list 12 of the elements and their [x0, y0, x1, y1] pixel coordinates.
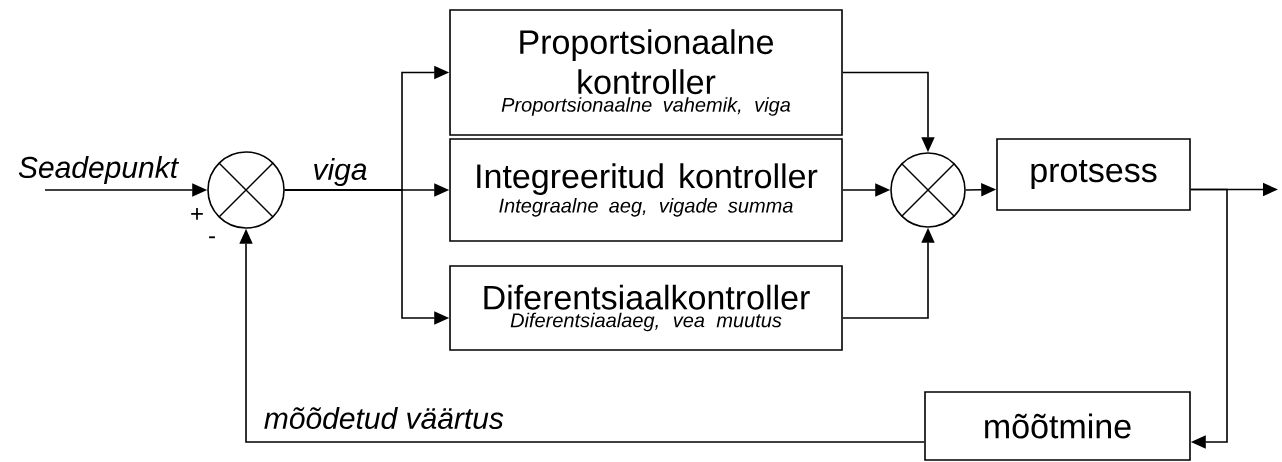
block-box: mõõtmine — [924, 391, 1191, 461]
edge-label: Seadepunkt — [18, 156, 180, 184]
block-box: Diferentsiaalkontroller Diferentsiaalaeg, vea muutus — [449, 265, 843, 351]
block-box: Proportsionaalne kontroller Proportsionaalne vahemik, viga — [449, 9, 843, 136]
block-box: Integreeritud kontroller Integraalne aeg, vigade summa — [449, 138, 843, 242]
summing-junction — [890, 152, 966, 228]
edge-label: mõõdetud väärtus — [264, 406, 504, 429]
edge-label: viga — [314, 158, 367, 186]
summing-junction — [207, 151, 285, 229]
block-box: protsess — [996, 138, 1191, 211]
sign-label: + — [191, 208, 203, 220]
arrow — [1190, 188, 1228, 449]
